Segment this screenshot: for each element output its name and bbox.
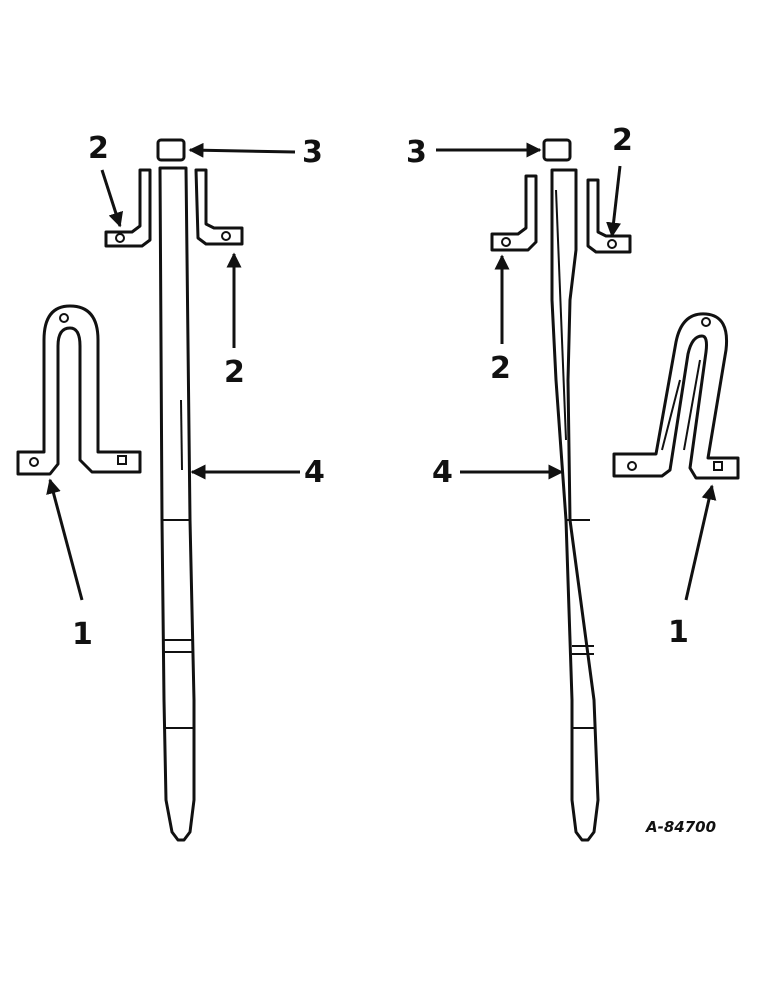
left-callout-bracket-top: 2 (88, 131, 109, 166)
left-leader-clamp (46, 478, 84, 601)
left-assembly: 2 2 3 4 1 (16, 131, 325, 842)
left-callout-cap: 3 (302, 135, 323, 170)
left-callout-bracket-lower: 2 (224, 355, 245, 390)
right-clamp (612, 312, 740, 480)
left-leader-cap (188, 142, 296, 158)
right-callout-bracket-top: 2 (612, 123, 633, 158)
right-small-bracket-a (490, 174, 538, 252)
left-tine (158, 166, 196, 842)
right-tine (550, 168, 600, 842)
left-callout-tine: 4 (304, 455, 325, 490)
left-small-bracket-a (104, 168, 152, 248)
left-cap (156, 138, 186, 162)
left-small-bracket-b (194, 168, 244, 246)
left-leader-bracket-top (100, 169, 124, 228)
right-cap (542, 138, 572, 162)
right-leader-bracket-top (606, 165, 622, 238)
right-callout-cap: 3 (406, 135, 427, 170)
right-assembly: 3 2 2 4 1 (406, 123, 740, 842)
right-callout-clamp: 1 (668, 615, 689, 650)
left-clamp (16, 304, 142, 476)
right-callout-bracket-lower: 2 (490, 351, 511, 386)
drawing-code: A-84700 (645, 818, 716, 836)
right-small-bracket-b (586, 178, 632, 254)
right-leader-clamp (684, 484, 717, 601)
left-callout-clamp: 1 (72, 617, 93, 652)
right-callout-tine: 4 (432, 455, 453, 490)
